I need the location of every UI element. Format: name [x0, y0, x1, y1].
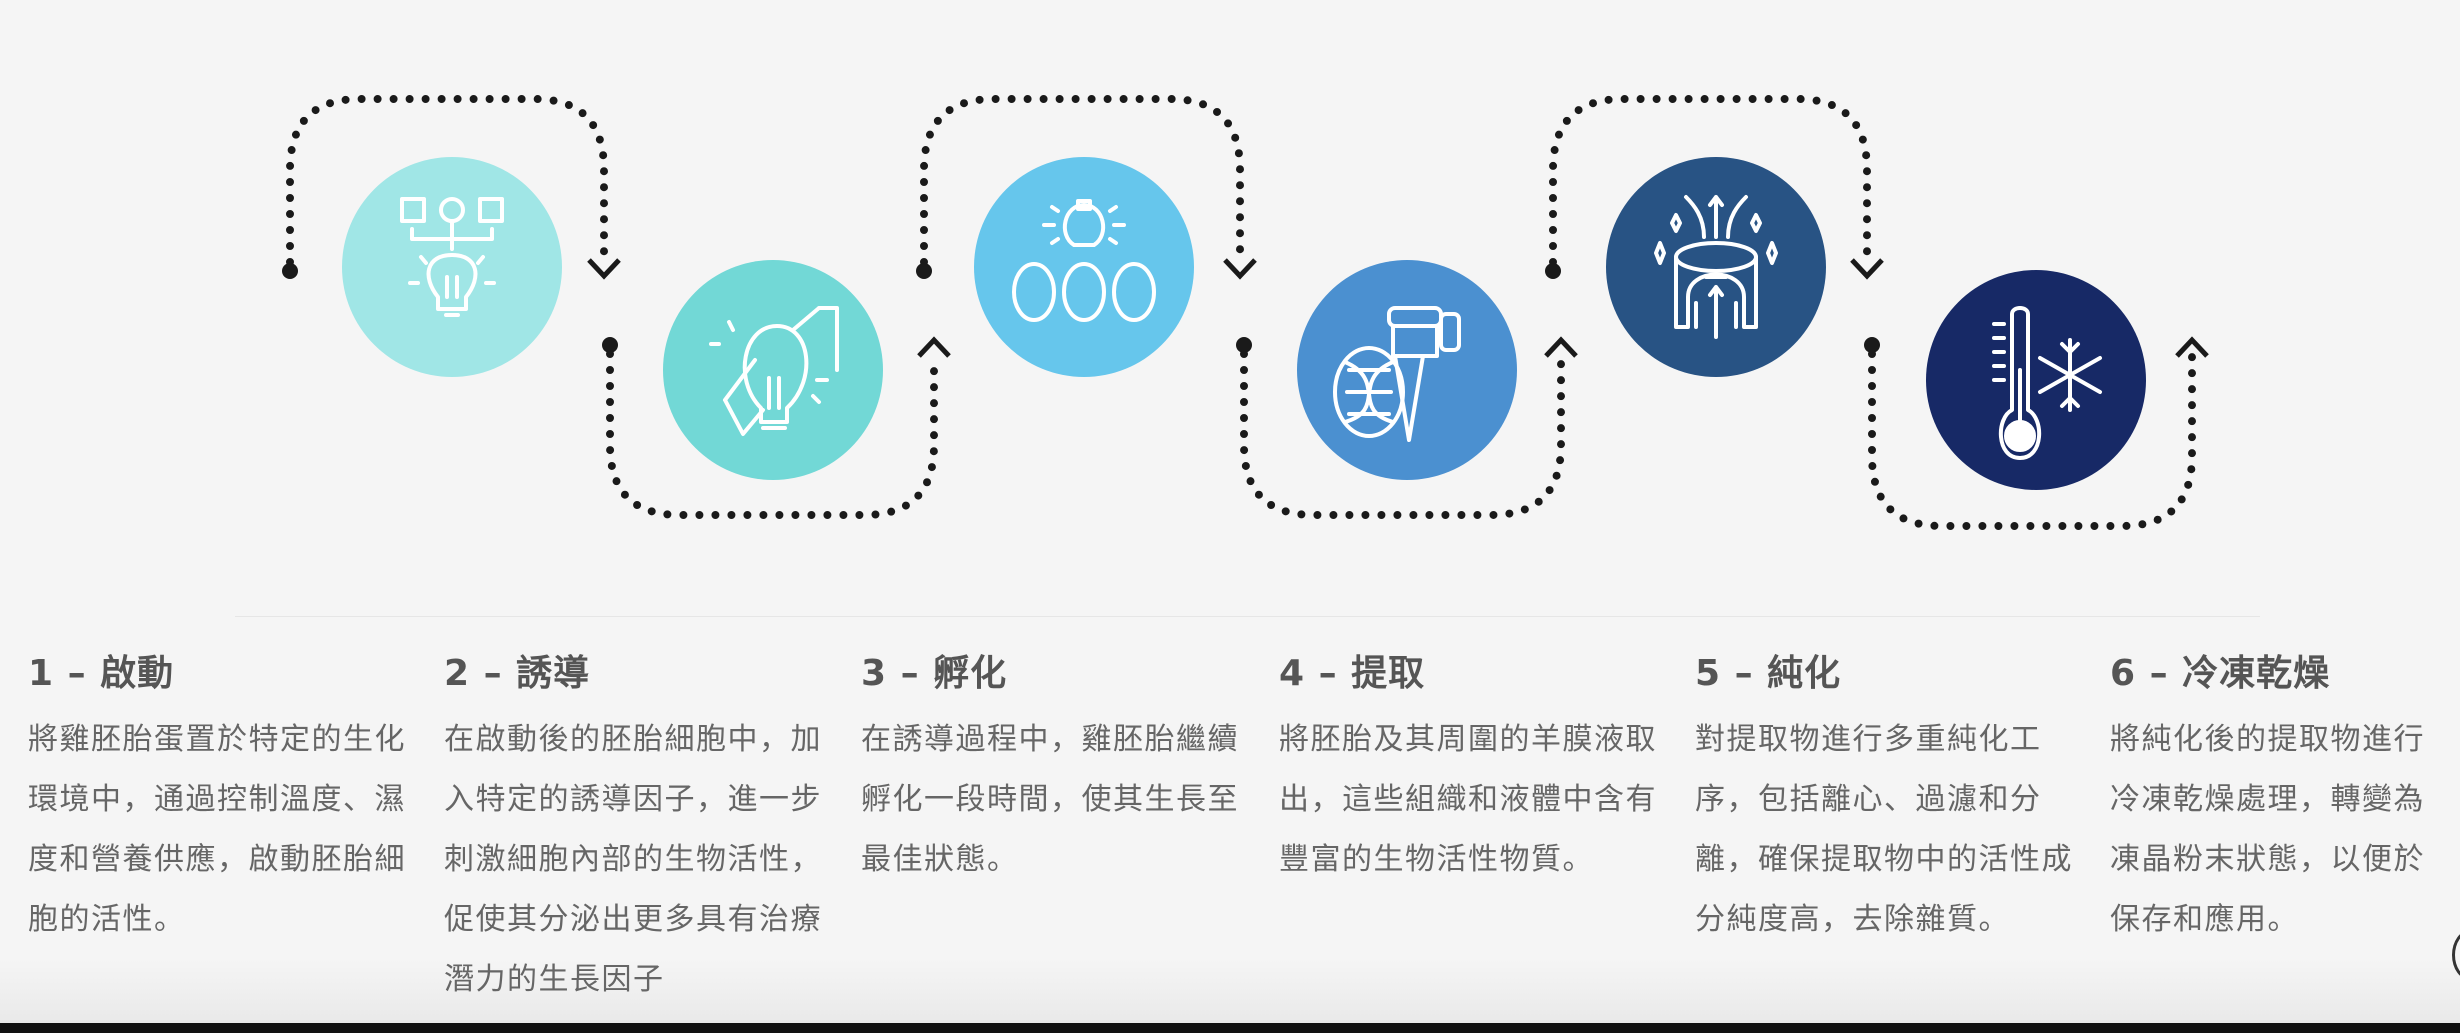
- shapes-lightbulb-icon: [400, 197, 504, 317]
- arrow-down-icon: [1850, 258, 1884, 280]
- dotted-connectors: [282, 95, 2209, 530]
- step-description: 對提取物進行多重純化工序，包括離心、過濾和分離，確保提取物中的活性成分純度高，去…: [1695, 722, 2073, 937]
- connector-top-2: [916, 95, 1257, 280]
- section-divider: [235, 616, 2260, 617]
- connector-start-dot: [1236, 337, 1252, 353]
- dna-test-tube-icon: [1333, 306, 1461, 442]
- step-description: 在誘導過程中，雞胚胎繼續孵化一段時間，使其生長至最佳狀態。: [861, 722, 1239, 877]
- step-title: 2 – 誘導: [444, 653, 591, 694]
- step-6-circle: [1926, 270, 2146, 490]
- step-title: 6 – 冷凍乾燥: [2110, 653, 2331, 694]
- arrow-up-icon: [917, 336, 951, 358]
- step-2: 2 – 誘導 在啟動後的胚胎細胞中，加入特定的誘導因子，進一步刺激細胞內部的生物…: [444, 650, 824, 1010]
- bottom-shade: [0, 960, 2460, 1023]
- step-title: 5 – 純化: [1695, 653, 1842, 694]
- connector-bottom-1: [602, 336, 951, 519]
- step-2-circle: [663, 260, 883, 480]
- step-5: 5 – 純化 對提取物進行多重純化工序，包括離心、過濾和分離，確保提取物中的活性…: [1695, 650, 2075, 950]
- arrow-up-icon: [1544, 336, 1578, 358]
- connector-start-dot: [282, 263, 298, 279]
- arrow-down-icon: [1223, 258, 1257, 280]
- step-description: 將雞胚胎蛋置於特定的生化環境中，通過控制溫度、濕度和營養供應，啟動胚胎細胞的活性…: [28, 722, 406, 937]
- arrow-down-icon: [587, 258, 621, 280]
- step-4: 4 – 提取 將胚胎及其周圍的羊膜液取出，這些組織和液體中含有豐富的生物活性物質…: [1279, 650, 1659, 890]
- step-3: 3 – 孵化 在誘導過程中，雞胚胎繼續孵化一段時間，使其生長至最佳狀態。: [861, 650, 1241, 890]
- step-1: 1 – 啟動 將雞胚胎蛋置於特定的生化環境中，通過控制溫度、濕度和營養供應，啟動…: [28, 650, 408, 950]
- step-description: 將胚胎及其周圍的羊膜液取出，這些組織和液體中含有豐富的生物活性物質。: [1279, 722, 1657, 877]
- process-flow-diagram: [282, 95, 2209, 530]
- connector-bottom-3: [1864, 336, 2209, 530]
- connector-start-dot: [1545, 263, 1561, 279]
- connector-top-3: [1545, 95, 1884, 280]
- step-description: 將純化後的提取物進行冷凍乾燥處理，轉變為凍晶粉末狀態，以便於保存和應用。: [2110, 722, 2425, 937]
- lightbulb-growth-arrow-icon: [709, 306, 839, 436]
- purification-filter-icon: [1654, 195, 1778, 339]
- connector-bottom-2: [1236, 336, 1578, 519]
- step-title: 1 – 啟動: [28, 653, 175, 694]
- connector-start-dot: [1864, 337, 1880, 353]
- step-4-circle: [1297, 260, 1517, 480]
- connector-start-dot: [602, 337, 618, 353]
- step-5-circle: [1606, 157, 1826, 377]
- step-3-circle: [974, 157, 1194, 377]
- step-1-circle: [342, 157, 562, 377]
- lightbulb-eggs-icon: [1012, 199, 1156, 322]
- connector-start-dot: [916, 263, 932, 279]
- bottom-bar: [0, 1023, 2460, 1033]
- step-title: 3 – 孵化: [861, 653, 1008, 694]
- connector-top-1: [282, 95, 621, 280]
- arrow-up-icon: [2175, 336, 2209, 358]
- step-title: 4 – 提取: [1279, 653, 1426, 694]
- thermometer-snowflake-icon: [1992, 306, 2102, 460]
- step-description: 在啟動後的胚胎細胞中，加入特定的誘導因子，進一步刺激細胞內部的生物活性，促使其分…: [444, 722, 822, 997]
- step-6: 6 – 冷凍乾燥 將純化後的提取物進行冷凍乾燥處理，轉變為凍晶粉末狀態，以便於保…: [2110, 650, 2445, 950]
